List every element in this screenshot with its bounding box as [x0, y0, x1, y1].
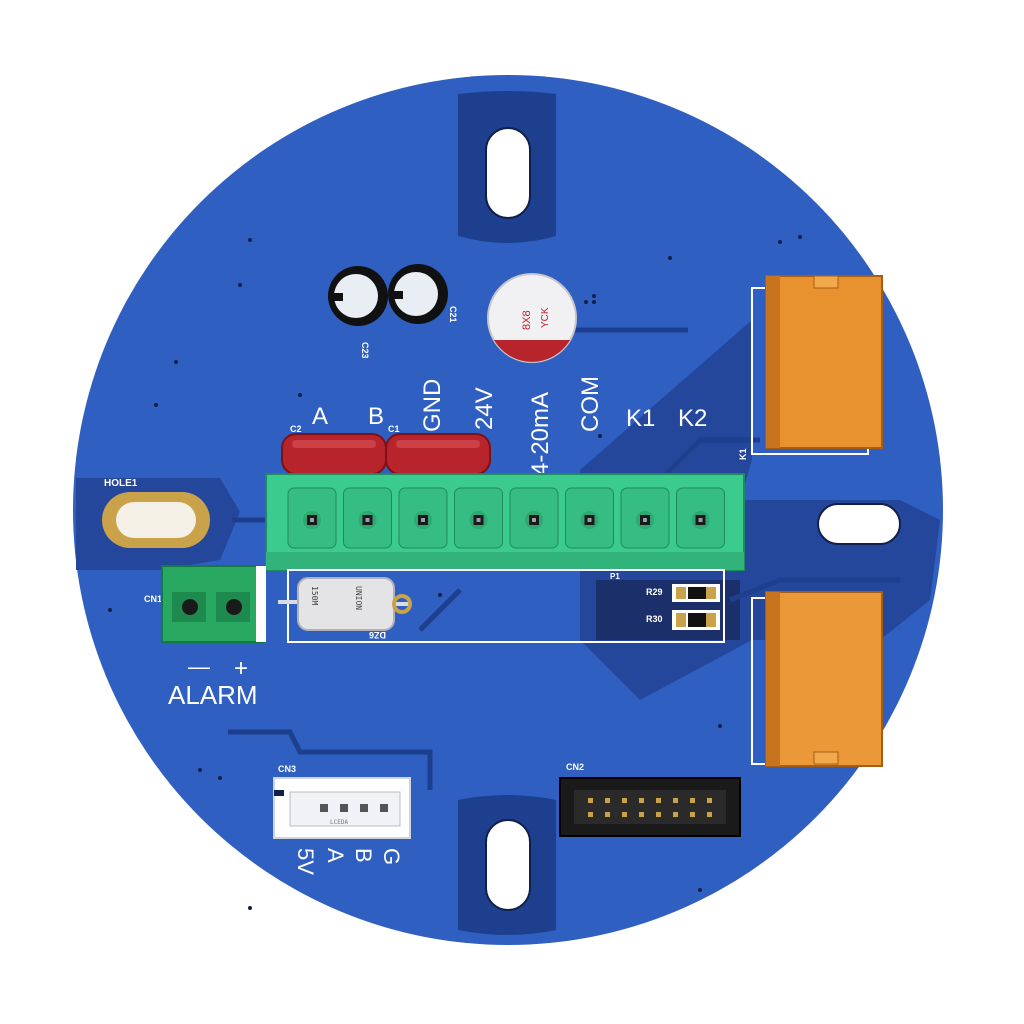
elcap-marking-2: YCK	[540, 307, 551, 328]
header-pin	[707, 812, 712, 817]
r30-label: R30	[646, 614, 663, 624]
terminal-screw-icon	[343, 487, 392, 549]
label-a: A	[312, 403, 328, 430]
relay-k1	[765, 275, 883, 449]
c21-label: C21	[448, 306, 458, 323]
electrolytic-capacitor: 8X8 YCK	[487, 273, 577, 363]
k1-designator: K1	[738, 448, 748, 460]
terminal-cn1	[161, 565, 266, 643]
header-pin	[588, 812, 593, 817]
header-pin	[690, 812, 695, 817]
capacitor-c21	[388, 264, 448, 324]
resistor-r29	[672, 584, 720, 602]
c2-label: C2	[290, 424, 302, 434]
terminal-block-p1	[265, 473, 745, 571]
cn3-pin-a: A	[323, 848, 348, 863]
terminal-screw-icon	[287, 487, 725, 549]
alarm-plus-label: +	[234, 655, 248, 682]
cn3-pin-g: G	[379, 848, 404, 865]
hole1-label: HOLE1	[104, 478, 138, 489]
r29-label: R29	[646, 587, 663, 597]
c1-label: C1	[388, 424, 400, 434]
header-pin	[605, 812, 610, 817]
mounting-slot-icon	[485, 127, 901, 911]
header-pin	[622, 798, 627, 803]
varistor-marking-2: UNION	[354, 586, 363, 610]
header-pin	[622, 812, 627, 817]
label-gnd: GND	[419, 379, 446, 432]
header-pin	[605, 798, 610, 803]
capacitor-c23	[328, 266, 388, 326]
silk-outline-varistor	[287, 569, 725, 643]
label-24v: 24V	[471, 387, 498, 430]
connector-cn2	[559, 777, 741, 837]
cn1-label: CN1	[144, 594, 162, 604]
header-pin	[656, 812, 661, 817]
varistor-dz6: 150M UNION	[278, 577, 412, 631]
label-4-20ma: 4-20mA	[527, 392, 554, 476]
header-pin	[690, 798, 695, 803]
resistor-r30	[672, 610, 720, 630]
header-pin	[639, 798, 644, 803]
cn3-label: CN3	[278, 764, 296, 774]
p1-label: P1	[610, 572, 620, 581]
terminal-screw-icon	[454, 487, 503, 549]
cn3-body-marking: LCEDA	[330, 819, 348, 826]
terminal-screw-icon	[676, 487, 725, 549]
c23-label: C23	[360, 342, 370, 359]
terminal-screw-icon	[565, 487, 614, 549]
cn3-pin-5v: 5V	[293, 848, 318, 875]
header-pin	[673, 812, 678, 817]
relay-k2	[765, 591, 883, 767]
cn3-pin-b: B	[351, 848, 376, 863]
label-k1: K1	[626, 405, 655, 432]
elcap-marking-1: 8X8	[521, 310, 533, 330]
header-pin	[588, 798, 593, 803]
header-pin	[639, 812, 644, 817]
alarm-minus-label: —	[188, 654, 210, 679]
header-pin	[673, 798, 678, 803]
varistor-marking-1: 150M	[310, 586, 319, 605]
terminal-screw-icon	[509, 487, 559, 549]
label-k2: K2	[678, 405, 707, 432]
header-pin	[707, 798, 712, 803]
dz6-label: DZ6	[369, 630, 386, 640]
connector-cn3: LCEDA	[273, 777, 411, 839]
alarm-title: ALARM	[168, 680, 258, 710]
label-b: B	[368, 403, 384, 430]
hole1-slot	[116, 502, 196, 538]
label-com: COM	[577, 376, 604, 432]
terminal-screw-icon	[398, 487, 448, 549]
header-pin	[656, 798, 661, 803]
cn2-label: CN2	[566, 762, 584, 772]
terminal-screw-icon	[620, 487, 670, 549]
terminal-screw-icon	[287, 487, 337, 549]
